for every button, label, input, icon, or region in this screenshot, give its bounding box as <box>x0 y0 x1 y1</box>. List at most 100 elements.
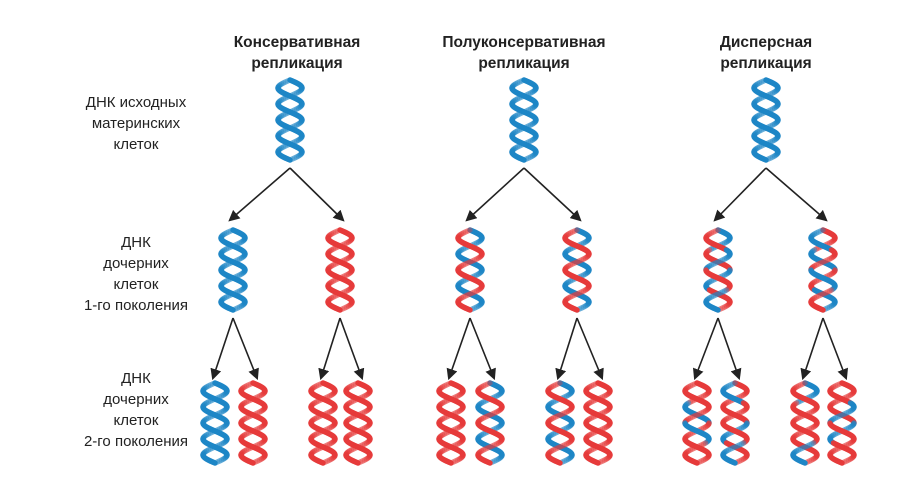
strand-segment <box>495 391 503 398</box>
strand-segment <box>282 110 291 117</box>
strand-segment <box>799 444 808 451</box>
strand-segment <box>580 287 589 294</box>
strand-segment <box>567 277 576 284</box>
strand-segment <box>207 413 216 420</box>
strand-segment <box>725 237 732 244</box>
strand-segment <box>559 410 568 417</box>
strand-segment <box>328 439 336 446</box>
strand-segment <box>497 390 504 397</box>
strand-segment <box>341 256 350 263</box>
strand-segment <box>450 442 459 449</box>
strand-segment <box>806 425 815 432</box>
strand-segment <box>742 422 749 429</box>
strand-segment <box>256 392 265 399</box>
strand-segment <box>554 380 563 387</box>
arrow <box>446 317 471 381</box>
strand-segment <box>599 457 608 464</box>
strand-segment <box>282 78 291 85</box>
strand-segment <box>820 258 829 265</box>
strand-segment <box>729 412 738 419</box>
strand-segment <box>725 398 734 405</box>
strand-segment <box>708 245 717 252</box>
strand-segment <box>348 398 357 405</box>
strand-segment <box>795 430 804 437</box>
strand-segment <box>738 440 747 447</box>
strand-segment <box>441 430 450 437</box>
strand-segment <box>605 454 612 461</box>
strand-segment <box>832 398 841 405</box>
strand-segment <box>291 90 300 97</box>
strand-segment <box>763 108 772 115</box>
strand-segment <box>808 392 817 399</box>
strand-segment <box>571 306 580 313</box>
label-line: клеток <box>113 276 159 293</box>
strand-segment <box>557 411 566 418</box>
strand-segment <box>214 442 223 449</box>
strand-segment <box>828 254 836 261</box>
strand-segment <box>525 138 534 145</box>
strand-segment <box>464 291 473 298</box>
strand-segment <box>518 109 527 116</box>
strand-segment <box>212 443 221 450</box>
strand-segment <box>295 152 303 159</box>
arrow <box>800 317 824 381</box>
strand-segment <box>765 139 774 146</box>
strand-segment <box>339 257 348 264</box>
strand-segment <box>260 454 267 461</box>
label-line: клеток <box>113 412 159 429</box>
strand-segment <box>769 137 778 144</box>
strand-segment <box>565 439 573 446</box>
strand-segment <box>719 304 728 311</box>
strand-segment <box>330 229 339 236</box>
strand-segment <box>491 441 500 448</box>
strand-segment <box>328 423 336 430</box>
strand-segment <box>708 293 717 300</box>
strand-segment <box>326 456 335 463</box>
strand-segment <box>334 306 343 313</box>
strand-segment <box>567 245 576 252</box>
strand-segment <box>324 441 333 448</box>
arrow <box>555 317 578 381</box>
strand-segment <box>220 455 228 462</box>
strand-segment <box>729 459 738 466</box>
strand-segment <box>350 381 359 388</box>
strand-segment <box>797 445 806 452</box>
strand-segment <box>473 303 482 310</box>
strand-segment <box>527 105 536 112</box>
strand-segment <box>320 411 329 418</box>
strand-segment <box>328 391 336 398</box>
strand-segment <box>552 381 561 388</box>
strand-segment <box>824 272 833 279</box>
strand-segment <box>293 105 302 112</box>
strand-segment <box>767 106 776 113</box>
strand-segment <box>348 382 357 389</box>
strand-segment <box>725 253 732 260</box>
strand-segment <box>525 106 534 113</box>
strand-segment <box>514 127 523 134</box>
strand-segment <box>452 457 461 464</box>
strand-segment <box>260 390 267 397</box>
strand-segment <box>808 408 817 415</box>
strand-segment <box>552 445 561 452</box>
strand-segment <box>561 393 570 400</box>
strand-segment <box>590 413 599 420</box>
strand-segment <box>723 270 731 277</box>
strand-segment <box>710 228 719 235</box>
strand-segment <box>334 259 343 266</box>
strand-segment <box>458 454 465 461</box>
strand-segment <box>493 392 502 399</box>
strand-segment <box>700 424 709 431</box>
strand-segment <box>464 259 473 266</box>
strand-segment <box>584 253 591 260</box>
strand-segment <box>760 156 769 163</box>
strand-segment <box>708 261 717 268</box>
strand-segment <box>207 445 216 452</box>
gen1-dna-semiconservative <box>562 227 592 313</box>
strand-segment <box>727 381 736 388</box>
strand-segment <box>550 382 559 389</box>
strand-segment <box>480 398 489 405</box>
strand-segment <box>363 455 371 462</box>
strand-segment <box>469 257 478 264</box>
strand-segment <box>704 406 711 413</box>
strand-segment <box>205 398 214 405</box>
